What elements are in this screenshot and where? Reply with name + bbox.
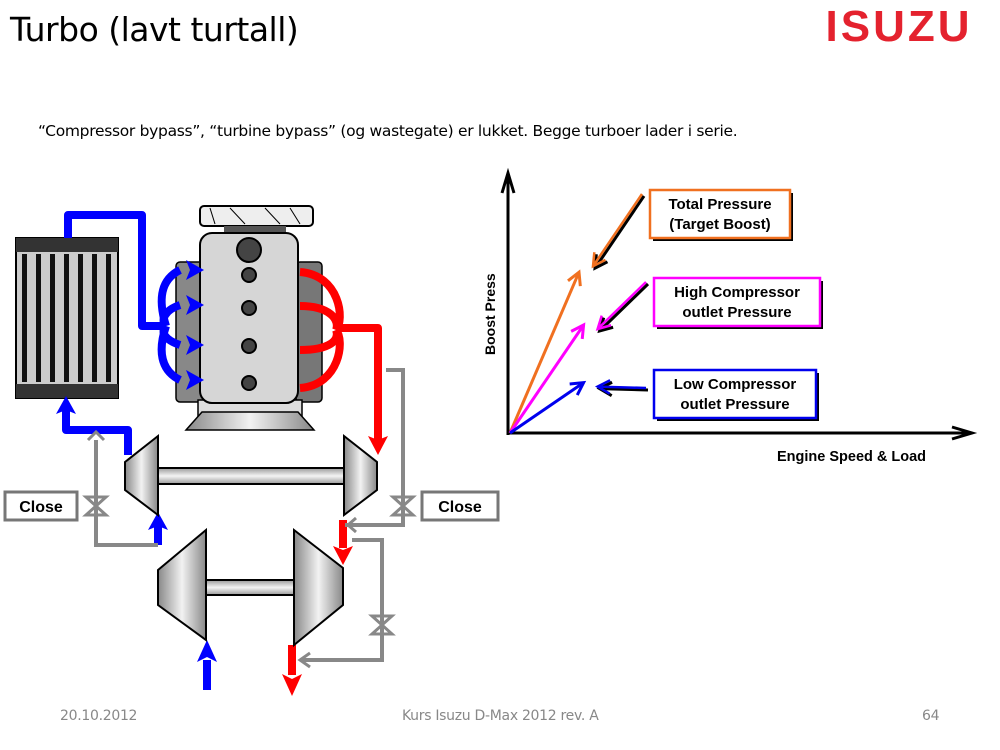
lp-turbocharger <box>157 527 344 648</box>
logo-text: ISUZU <box>826 5 973 47</box>
series-low: Low Compressor outlet Pressure <box>509 368 819 435</box>
pointer-arrow-total <box>591 193 646 271</box>
label-text-total: (Target Boost) <box>669 216 770 233</box>
slide-title: Turbo (lavt turtall) <box>10 10 299 49</box>
x-axis-label: Engine Speed & Load <box>777 449 926 465</box>
svg-text:Close: Close <box>438 499 482 516</box>
series-arrowhead-low <box>569 380 587 396</box>
label-text-high: High Compressor <box>674 284 800 301</box>
series-arrowhead-total <box>567 269 582 287</box>
engine <box>175 205 323 431</box>
exhaust-arrowheads <box>282 436 388 696</box>
series-line-high <box>508 324 585 434</box>
isuzu-logo: ISUZU <box>826 5 973 47</box>
footer-date: 20.10.2012 <box>60 708 138 724</box>
x-axis <box>508 425 978 441</box>
label-box-low: Low Compressor outlet Pressure <box>652 368 819 421</box>
series-high: High Compressor outlet Pressure <box>508 276 823 434</box>
series-total: Total Pressure (Target Boost) <box>508 188 793 434</box>
label-text-low: outlet Pressure <box>680 396 789 413</box>
intercooler <box>15 237 119 399</box>
label-box-total: Total Pressure (Target Boost) <box>648 188 793 241</box>
pointer-arrow-high <box>595 281 650 334</box>
close-label-right: Close <box>420 490 500 522</box>
y-axis <box>500 167 516 435</box>
boost-pressure-chart: Boost Press Engine Speed & Load Total Pr… <box>482 167 978 465</box>
footer-page-number: 64 <box>922 708 940 724</box>
turbo-diagram: Close Close <box>3 205 500 696</box>
valve-right <box>297 495 417 669</box>
series-line-total <box>508 271 581 434</box>
intake-flow <box>62 211 211 690</box>
series-line-low <box>509 381 585 435</box>
hp-turbocharger <box>124 433 378 518</box>
close-label-left: Close <box>3 490 79 522</box>
slide-subtitle: “Compressor bypass”, “turbine bypass” (o… <box>38 122 738 140</box>
footer-course: Kurs Isuzu D-Max 2012 rev. A <box>402 708 599 724</box>
pointer-arrow-low <box>594 379 649 397</box>
label-box-high: High Compressor outlet Pressure <box>652 276 823 329</box>
intake-arrowheads <box>56 260 217 662</box>
svg-text:Close: Close <box>19 499 63 516</box>
label-text-total: Total Pressure <box>668 196 771 213</box>
label-text-high: outlet Pressure <box>682 304 791 321</box>
valve-left <box>82 429 110 517</box>
label-text-low: Low Compressor <box>674 376 797 393</box>
y-axis-label: Boost Press <box>482 273 498 355</box>
exhaust-flow <box>288 268 382 675</box>
series-arrowhead-high <box>570 322 586 340</box>
bypass-lines <box>94 368 405 662</box>
